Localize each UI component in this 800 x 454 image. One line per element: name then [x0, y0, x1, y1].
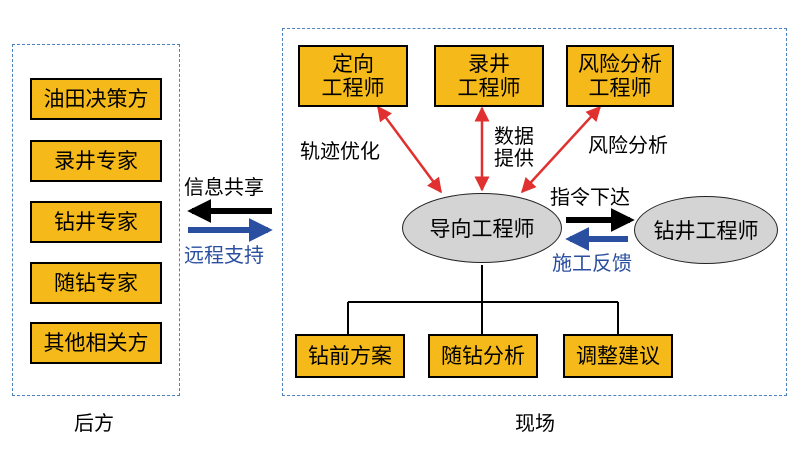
label-trajectory-optimization: 轨迹优化 [300, 139, 380, 163]
rear-item-oilfield-decision: 油田决策方 [30, 78, 162, 120]
adjustment-suggestion-box: 调整建议 [563, 334, 673, 378]
label-data-provision: 数据 提供 [494, 124, 534, 170]
rear-item-lwd-expert: 随钻专家 [30, 262, 162, 304]
label-remote-support: 远程支持 [184, 243, 264, 267]
field-caption: 现场 [515, 411, 555, 435]
label-info-share: 信息共享 [184, 175, 264, 199]
rear-item-other-parties: 其他相关方 [30, 322, 162, 364]
arrow-risk-to-guide [520, 105, 602, 194]
label-risk-analysis: 风险分析 [588, 133, 668, 157]
while-drilling-analysis-box: 随钻分析 [428, 334, 538, 378]
rear-item-drilling-expert: 钻井专家 [30, 201, 162, 243]
rear-item-logging-expert: 录井专家 [30, 140, 162, 182]
rear-panel [12, 44, 180, 396]
logging-engineer-box: 录井 工程师 [434, 45, 544, 107]
label-command-issue: 指令下达 [550, 185, 630, 209]
directional-engineer-box: 定向 工程师 [298, 45, 408, 107]
pre-drilling-plan-box: 钻前方案 [295, 334, 405, 378]
label-construction-feedback: 施工反馈 [552, 251, 632, 275]
drilling-engineer-node: 钻井工程师 [634, 196, 778, 264]
arrow-directional-to-guide [376, 105, 443, 194]
guide-engineer-node: 导向工程师 [402, 193, 562, 263]
rear-caption: 后方 [74, 411, 114, 435]
risk-analysis-engineer-box: 风险分析 工程师 [566, 45, 674, 107]
field-panel [282, 28, 787, 396]
